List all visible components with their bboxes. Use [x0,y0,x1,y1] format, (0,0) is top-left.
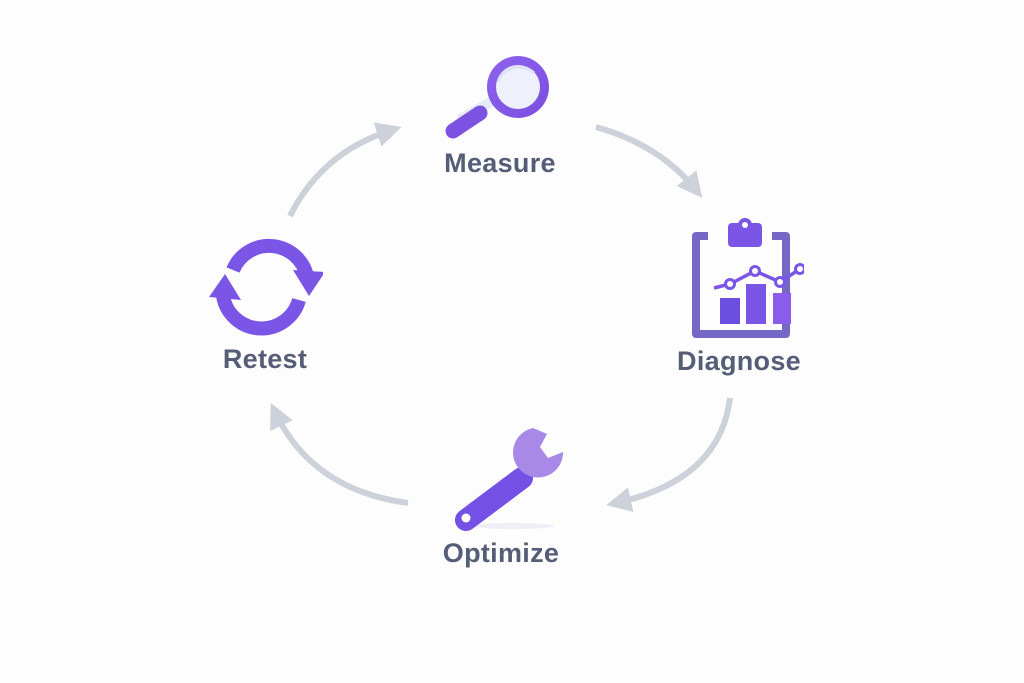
step-label: Measure [444,148,556,178]
wrench-icon [455,428,564,531]
magnifier-icon [445,56,549,139]
step-label: Optimize [442,538,560,568]
step-optimize: Optimize [428,424,574,569]
step-measure: Measure [430,46,570,179]
step-label: Diagnose [677,346,801,376]
clipboard-chart-icon [692,218,804,338]
step-retest: Retest [200,234,330,375]
arrow-optimize-to-retest [270,402,409,506]
arrow-diagnose-to-optimize [606,397,733,513]
arrow-measure-to-diagnose [595,124,703,198]
refresh-cycle-icon [209,238,323,336]
step-label: Retest [222,344,308,374]
step-diagnose: Diagnose [664,214,814,377]
arrow-retest-to-measure [287,122,402,218]
